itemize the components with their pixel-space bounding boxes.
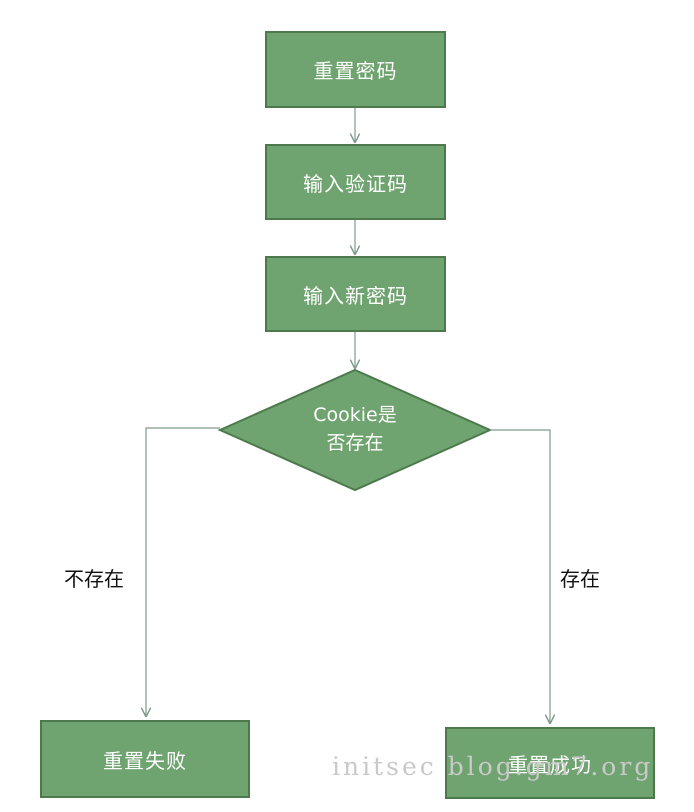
edge-label-not-exist: 不存在 <box>64 567 124 591</box>
decision-label-line2: 否存在 <box>326 432 384 454</box>
node-reset-password-label: 重置密码 <box>313 59 398 83</box>
node-enter-new-password: 输入新密码 <box>265 256 446 332</box>
decision-diamond <box>217 368 493 492</box>
decision-label: Cookie是 否存在 <box>280 401 430 457</box>
node-reset-password: 重置密码 <box>265 31 446 108</box>
arrow-decision-to-failed <box>146 427 220 716</box>
watermark-text: initsec blog.gm7.org <box>332 752 654 781</box>
arrow-decision-to-success <box>490 429 550 723</box>
node-reset-success: 重置成功 <box>445 727 655 799</box>
node-enter-code-label: 输入验证码 <box>303 171 408 196</box>
node-enter-new-password-label: 输入新密码 <box>303 283 408 308</box>
node-reset-failed: 重置失败 <box>40 720 250 798</box>
node-reset-failed-label: 重置失败 <box>103 748 187 773</box>
edge-label-exist: 存在 <box>560 567 600 591</box>
node-reset-success-label: 重置成功 <box>508 752 592 777</box>
decision-label-line1: Cookie是 <box>313 404 397 426</box>
node-enter-code: 输入验证码 <box>265 144 446 220</box>
